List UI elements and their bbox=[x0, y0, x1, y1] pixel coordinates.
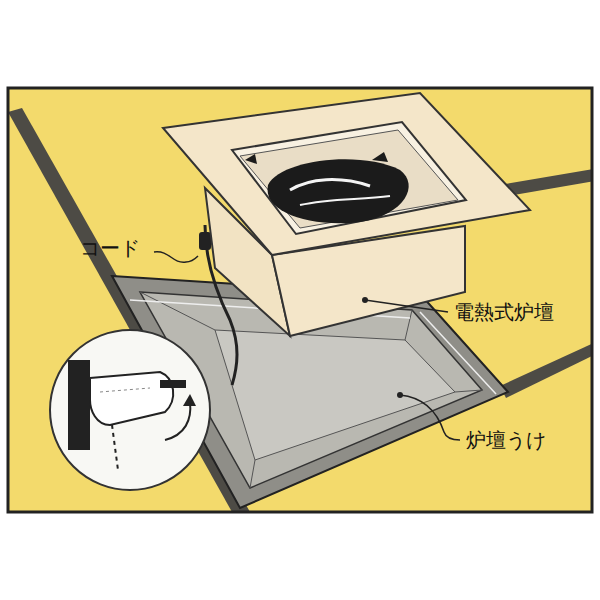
receiver-bottom bbox=[215, 330, 455, 460]
leader-line bbox=[400, 395, 460, 440]
leader-line bbox=[154, 252, 198, 262]
part-label: 炉壇うけ bbox=[464, 428, 548, 452]
tatami-seam bbox=[505, 168, 592, 196]
frame bbox=[8, 88, 592, 512]
plug bbox=[90, 372, 173, 425]
rodan-rim bbox=[163, 93, 530, 255]
leader-line bbox=[365, 300, 448, 312]
heater bbox=[267, 159, 408, 223]
tatami-seam bbox=[500, 340, 592, 398]
tatami-ground bbox=[8, 88, 592, 512]
part-label: コード bbox=[78, 236, 142, 260]
part-label: 電熱式炉壇 bbox=[452, 300, 556, 324]
inset-circle bbox=[50, 330, 210, 490]
